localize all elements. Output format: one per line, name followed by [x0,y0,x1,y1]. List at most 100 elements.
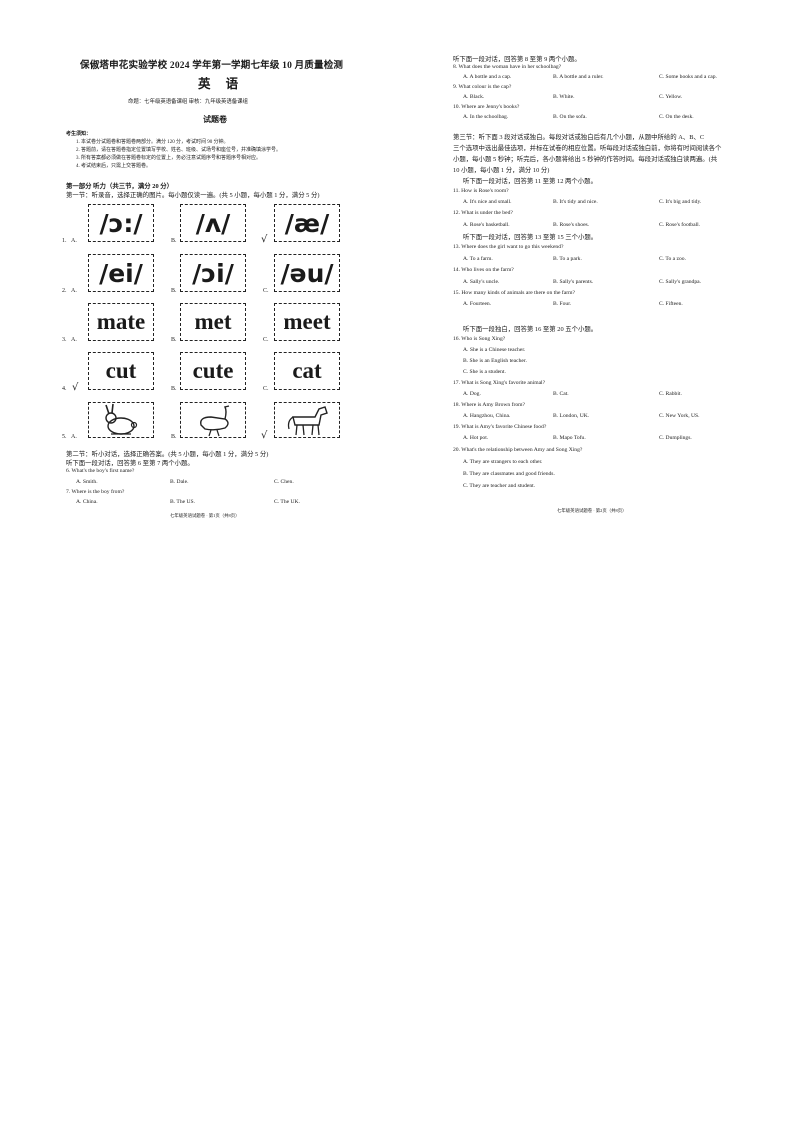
q12-option-c: C. Rose's football. [659,222,701,228]
section2-heading: 第二节：听小对话，选择正确答案。(共 5 小题，每小题 1 分，满分 5 分) [66,451,269,458]
q17-option-b: B. Cat. [553,391,569,397]
q12-stem: 12. What is under the bed? [453,210,513,216]
q2-card-b: /ɔi/ [180,254,246,292]
q1-card-b: /ʌ/ [180,204,246,242]
notes-heading: 考生须知： [66,132,92,137]
q15-option-c: C. Fifteen. [659,301,683,307]
goose-picture [180,402,246,438]
q1-card-c: /æ/ [274,204,340,242]
q4-word-a: cut [105,358,137,383]
q1-letter-a: A. [71,238,77,244]
q6-stem: 6. What's the boy's first name? [66,468,135,474]
section1-heading: 第一节：听录音，选择正确的图片。每小题仅读一遍。(共 5 小题，每小题 1 分，… [66,192,320,199]
q8-stem: 8. What does the woman have in her schoo… [453,64,562,70]
q5-letter-b: B. [171,434,177,440]
q9-option-b: B. White. [553,94,575,100]
q2-num: 2. [62,288,67,294]
q9-option-a: A. Black. [463,94,485,100]
q8-intro: 听下面一段对话，回答第 8 至第 9 两个小题。 [453,56,581,63]
q5-checkmark: √ [261,430,268,441]
q10-option-c: C. On the desk. [659,114,694,120]
q15-stem: 15. How many kinds of animals are there … [453,290,575,296]
q1-symbol-a: /ɔ:/ [99,208,143,238]
q3-card-b: met [180,303,246,341]
q14-option-a: A. Sally's uncle. [463,279,500,285]
part1-heading: 第一部分 听力（共三节，满分 20 分） [66,183,174,190]
q3-card-c: meet [274,303,340,341]
section3-line-1: 第三节：听下面 3 段对话或独白。每段对话或独白后有几个小题，从题中所给的 A、… [453,134,705,141]
q13-option-a: A. To a farm. [463,256,493,262]
q17-stem: 17. What is Song Xing's favorite animal? [453,380,546,386]
q15-option-b: B. Four. [553,301,572,307]
q10-option-a: A. In the schoolbag. [463,114,509,120]
q2-symbol-c: /əu/ [280,258,334,288]
horse-icon [287,406,328,436]
paper-label: 试题卷 [203,115,227,124]
q9-option-c: C. Yellow. [659,94,683,100]
q13-intro: 听下面一段对话，回答第 13 至第 15 三个小题。 [463,234,598,241]
q3-card-a: mate [88,303,154,341]
q4-num: 4. [62,386,67,392]
q4-letter-b: B. [171,386,177,392]
q6-option-c: C. Chen. [274,479,294,485]
rabbit-picture [88,402,154,438]
q8-option-b: B. A bottle and a ruler. [553,74,604,80]
q9-stem: 9. What colour is the cap? [453,84,512,90]
q4-letter-c: C. [263,386,269,392]
q2-symbol-b: /ɔi/ [192,258,234,288]
q2-symbol-a: /ei/ [99,258,143,288]
q20-option-b: B. They are classmates and good friends. [463,471,555,477]
q3-letter-a: A. [71,337,77,343]
q13-stem: 13. Where does the girl want to go this … [453,244,564,250]
q7-stem: 7. Where is the boy from? [66,489,125,495]
q5-letter-a: A. [71,434,77,440]
q10-stem: 10. Where are Jenny's books? [453,104,520,110]
q4-card-a: cut [88,352,154,390]
q18-stem: 18. Where is Amy Brown from? [453,402,525,408]
q20-option-a: A. They are strangers to each other. [463,459,543,465]
q19-option-b: B. Mapo Tofu. [553,435,586,441]
q20-stem: 20. What's the relationship between Amy … [453,447,583,453]
q3-num: 3. [62,337,67,343]
q4-card-b: cute [180,352,246,390]
q18-option-c: C. New York, US. [659,413,700,419]
q1-num: 1. [62,238,67,244]
q13-option-c: C. To a zoo. [659,256,687,262]
q16-intro: 听下面一段独白，回答第 16 至第 20 五个小题。 [463,326,598,333]
q11-option-a: A. It's nice and small. [463,199,512,205]
q6-option-a: A. Smith. [76,479,98,485]
q14-option-b: B. Sally's parents. [553,279,594,285]
goose-icon [200,405,230,437]
q1-symbol-b: /ʌ/ [195,208,231,238]
q19-stem: 19. What is Amy's favorite Chinese food? [453,424,547,430]
q20-option-c: C. They are teacher and student. [463,483,536,489]
q16-option-a: A. She is a Chinese teacher. [463,347,526,353]
q5-num: 5. [62,434,67,440]
q6-option-b: B. Dale. [170,479,189,485]
q17-option-a: A. Dog. [463,391,481,397]
q3-word-b: met [194,309,232,334]
q12-option-a: A. Rose's basketball. [463,222,510,228]
q1-symbol-c: /æ/ [284,208,330,238]
q3-word-c: meet [283,309,331,334]
section2-intro: 听下面一段对话，回答第 6 至第 7 两个小题。 [66,460,194,467]
q2-letter-c: C. [263,288,269,294]
q12-option-b: B. Rose's shoes. [553,222,590,228]
q11-option-b: B. It's tidy and nice. [553,199,598,205]
q14-option-c: C. Sally's grandpa. [659,279,702,285]
author-line: 命题：七年级英语备课组 审核：九年级英语备课组 [128,99,248,105]
q8-option-c: C. Some books and a cap. [659,74,717,80]
q15-option-a: A. Fourteen. [463,301,492,307]
q11-option-c: C. It's big and tidy. [659,199,702,205]
q13-option-b: B. To a park. [553,256,582,262]
q16-stem: 16. Who is Song Xing? [453,336,506,342]
q16-option-c: C. She is a student. [463,369,506,375]
section3-line-3: 小题，每小题 5 秒钟；听完后，各小题将给出 5 秒钟的作答时间。每段对话或独白… [453,156,718,163]
q19-option-c: C. Dumplings. [659,435,692,441]
q3-letter-c: C. [263,337,269,343]
q16-option-b: B. She is an English teacher. [463,358,527,364]
q2-card-c: /əu/ [274,254,340,292]
rabbit-icon [105,403,138,435]
q8-option-a: A. A bottle and a cap. [463,74,512,80]
q19-option-a: A. Hot pot. [463,435,489,441]
